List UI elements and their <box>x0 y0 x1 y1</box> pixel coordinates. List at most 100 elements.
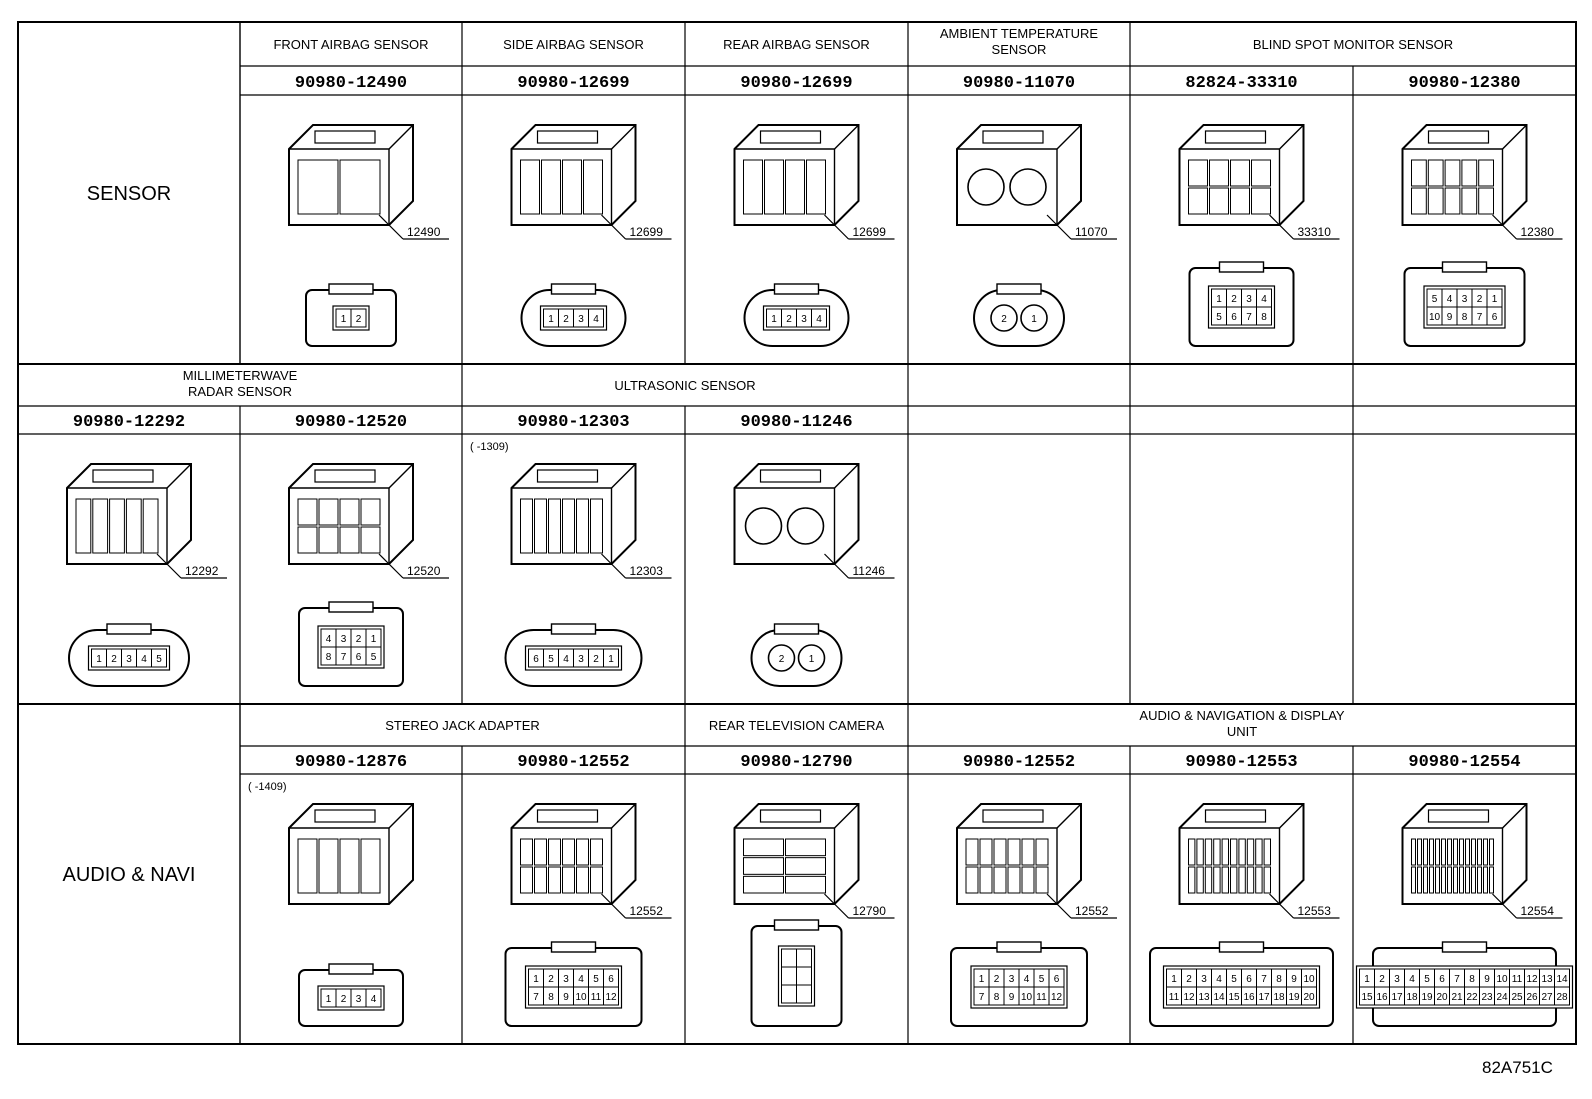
cavity <box>590 838 603 866</box>
part-number: 90980-11246 <box>740 413 852 432</box>
pin-number: 9 <box>1291 974 1297 985</box>
pin-number: 4 <box>593 314 599 325</box>
callout-label: 12553 <box>1298 904 1332 918</box>
pin-number: 5 <box>371 652 377 663</box>
pin-number: 7 <box>341 652 347 663</box>
pin-number: 16 <box>1243 992 1255 1003</box>
pin-number: 19 <box>1421 992 1433 1003</box>
cavity <box>520 838 533 866</box>
cavity <box>297 159 339 215</box>
pin-number: 18 <box>1273 992 1285 1003</box>
cavity <box>534 838 547 866</box>
cavity <box>1246 866 1255 894</box>
cavity <box>1188 159 1208 187</box>
cavity <box>1429 866 1434 894</box>
pin-number: 5 <box>1216 312 1222 323</box>
pin-number: 22 <box>1466 992 1478 1003</box>
group-label: AUDIO & NAVI <box>63 864 196 886</box>
part-number: 90980-12520 <box>295 413 407 432</box>
pin-cavity <box>781 966 797 986</box>
pin-number: 7 <box>1261 974 1267 985</box>
connector-latch <box>1204 130 1267 144</box>
pin-cavity <box>1486 306 1503 326</box>
connector-latch <box>982 809 1044 823</box>
face-lock <box>550 941 597 953</box>
cavity <box>764 159 784 215</box>
face-lock <box>773 283 820 295</box>
cavity <box>1471 838 1476 866</box>
pin-cavity <box>365 988 382 1008</box>
pin-number: 4 <box>1261 294 1267 305</box>
pin-number: 1 <box>1492 294 1498 305</box>
face-lock <box>106 623 152 635</box>
pin-number: 10 <box>1429 312 1441 323</box>
cavity <box>785 838 826 857</box>
column-header: REAR TELEVISION CAMERA <box>709 718 885 733</box>
pin-number: 2 <box>994 974 1000 985</box>
pin-number: 4 <box>326 634 332 645</box>
pin-number: 1 <box>1171 974 1177 985</box>
pin-number: 4 <box>1024 974 1030 985</box>
pin-number: 15 <box>1361 992 1373 1003</box>
terminal-face <box>750 629 843 687</box>
connector-latch <box>314 469 376 483</box>
pin-number: 3 <box>563 974 569 985</box>
pin-number: 1 <box>1031 314 1037 325</box>
cavity <box>583 159 603 215</box>
cavity <box>534 866 547 894</box>
pin-number: 10 <box>1303 974 1315 985</box>
pin-number: 1 <box>371 634 377 645</box>
face-lock <box>1218 261 1265 273</box>
pin-number: 10 <box>575 992 587 1003</box>
cavity <box>1435 866 1440 894</box>
column-header: AMBIENT TEMPERATURE <box>940 26 1099 41</box>
pin-number: 1 <box>809 654 815 665</box>
cavity <box>109 498 125 554</box>
callout-label: 12790 <box>853 904 887 918</box>
cavity <box>1471 866 1476 894</box>
cavity <box>1489 838 1494 866</box>
connector-latch <box>536 130 599 144</box>
pin-number: 11 <box>1169 992 1180 1003</box>
callout-label: 12520 <box>407 564 441 578</box>
pin-number: 21 <box>1451 992 1463 1003</box>
pin-number: 3 <box>1394 974 1400 985</box>
cavity <box>562 159 582 215</box>
pin-number: 8 <box>548 992 554 1003</box>
pin-number: 4 <box>371 994 377 1005</box>
connector-latch <box>759 469 822 483</box>
pin-number: 1 <box>96 654 102 665</box>
column-header: UNIT <box>1227 724 1257 739</box>
cavity <box>1009 168 1047 206</box>
cavity <box>1453 866 1458 894</box>
pin-cavity <box>797 644 826 672</box>
callout-leader <box>1046 893 1072 919</box>
cavity <box>360 526 381 554</box>
cavity <box>1263 838 1271 866</box>
pin-number: 24 <box>1496 992 1508 1003</box>
pin-cavity <box>811 308 827 328</box>
cavity <box>1459 838 1464 866</box>
pin-number: 23 <box>1481 992 1493 1003</box>
revision-note: ( -1309) <box>470 441 509 453</box>
cavity <box>520 866 533 894</box>
pin-number: 9 <box>1009 992 1015 1003</box>
pin-number: 13 <box>1541 974 1553 985</box>
cavity <box>1477 838 1482 866</box>
callout-leader <box>156 553 182 579</box>
cavity <box>1435 838 1440 866</box>
pin-number: 7 <box>1454 974 1460 985</box>
cavity <box>743 838 784 857</box>
cavity <box>590 498 603 554</box>
pin-number: 3 <box>1201 974 1207 985</box>
pin-cavity <box>1048 986 1065 1006</box>
pin-number: 2 <box>356 634 362 645</box>
pin-number: 6 <box>608 974 614 985</box>
part-number: 90980-12380 <box>1408 74 1520 93</box>
cavity <box>520 498 533 554</box>
callout-leader <box>1269 214 1294 240</box>
cavity <box>1441 838 1446 866</box>
cavity <box>562 866 575 894</box>
pin-number: 16 <box>1376 992 1388 1003</box>
pin-number: 1 <box>608 654 614 665</box>
